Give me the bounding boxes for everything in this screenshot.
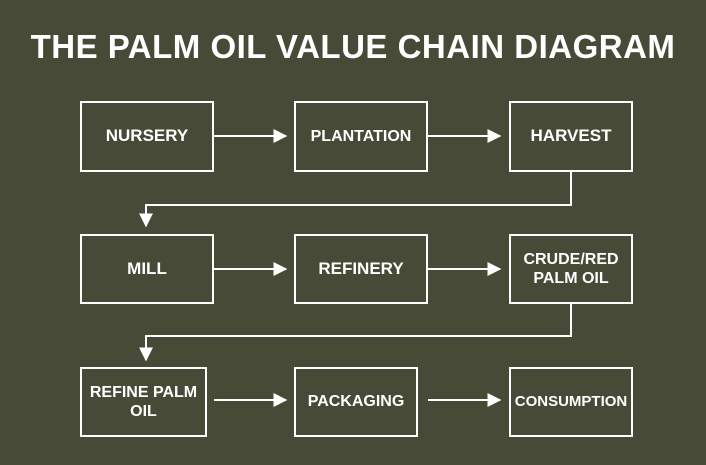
node-refine-palm-oil-label: REFINE PALM OIL: [89, 383, 198, 420]
node-crude-red-palm-oil-label: CRUDE/RED PALM OIL: [523, 250, 619, 287]
node-harvest: HARVEST: [509, 101, 633, 172]
node-mill: MILL: [80, 234, 214, 304]
diagram-title: THE PALM OIL VALUE CHAIN DIAGRAM: [30, 28, 676, 65]
node-mill-label: MILL: [127, 258, 167, 278]
node-plantation-label: PLANTATION: [310, 127, 412, 145]
node-nursery-label: NURSERY: [105, 126, 189, 146]
node-packaging-label: PACKAGING: [307, 393, 405, 411]
arrow-harvest-to-mill: [139, 172, 572, 228]
node-packaging: PACKAGING: [294, 367, 418, 437]
node-refinery: REFINERY: [294, 234, 428, 304]
node-refine-palm-oil: REFINE PALM OIL: [80, 367, 207, 437]
node-crude-red-palm-oil: CRUDE/RED PALM OIL: [509, 234, 633, 304]
node-plantation: PLANTATION: [294, 101, 428, 172]
node-nursery: NURSERY: [80, 101, 214, 172]
arrow-crude-red-palm-oil-to-refine-palm-oil: [139, 304, 572, 362]
node-harvest-label: HARVEST: [530, 126, 612, 146]
node-refinery-label: REFINERY: [318, 258, 404, 278]
node-consumption: CONSUMPTION: [509, 367, 633, 437]
node-consumption-label: CONSUMPTION: [514, 393, 628, 410]
